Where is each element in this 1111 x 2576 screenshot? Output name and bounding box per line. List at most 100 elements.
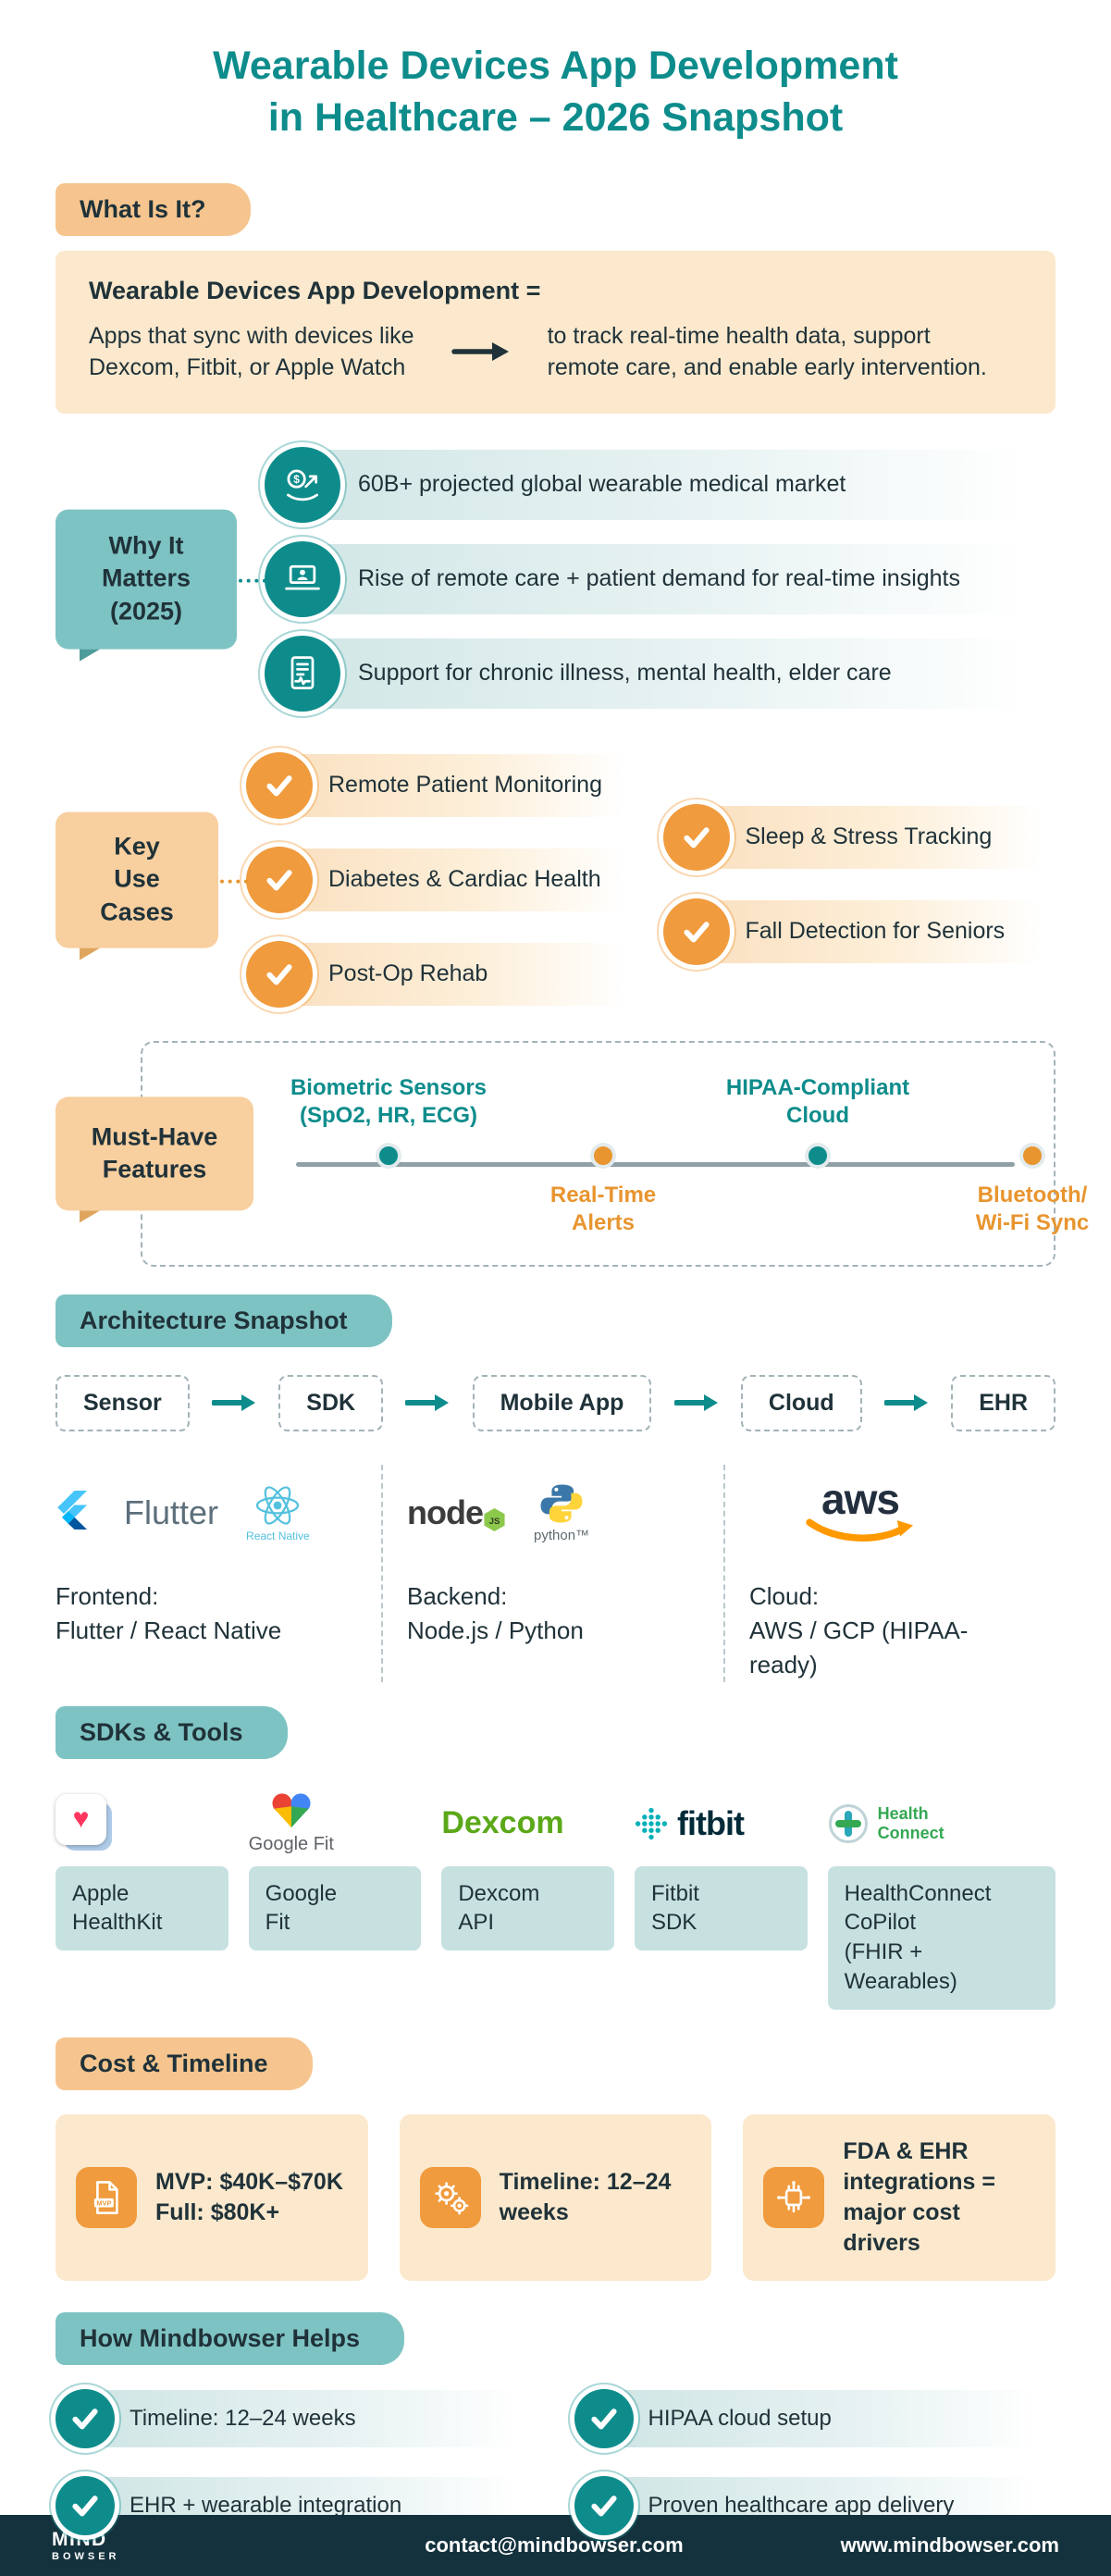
use-case-item: Diabetes & Cardiac Health xyxy=(246,846,639,913)
what-is-it-right-text: to track real-time health data, support … xyxy=(547,322,987,381)
flow-box-sensor: Sensor xyxy=(56,1374,190,1431)
health-connect-logo: Health Connect xyxy=(828,1803,944,1844)
remote-care-icon xyxy=(265,540,340,617)
timeline-line xyxy=(296,1161,1015,1167)
timeline-node xyxy=(1023,1146,1042,1165)
cost-timeline-tab: Cost & Timeline xyxy=(56,2037,313,2091)
cost-text: Timeline: 12–24 weeks xyxy=(499,2169,672,2226)
helps-grid: Timeline: 12–24 weeks HIPAA cloud setup … xyxy=(56,2389,1055,2536)
what-is-it-panel: Wearable Devices App Development = Apps … xyxy=(56,250,1055,414)
frontend-label: Frontend: Flutter / React Native xyxy=(56,1581,282,1644)
flow-box-cloud: Cloud xyxy=(740,1374,862,1431)
list-item: Rise of remote care + patient demand for… xyxy=(265,540,1055,617)
use-case-text: Fall Detection for Seniors xyxy=(695,899,1055,963)
cost-text: MVP: $40K–$70K Full: $80K+ xyxy=(155,2169,343,2226)
why-it-matters-tab: Why It Matters (2025) xyxy=(56,509,266,662)
cloud-label: Cloud: AWS / GCP (HIPAA-ready) xyxy=(749,1581,969,1678)
check-icon xyxy=(246,846,313,913)
flow-box-sdk: SDK xyxy=(278,1374,384,1431)
use-case-item: Remote Patient Monitoring xyxy=(246,751,639,819)
check-icon xyxy=(574,2476,634,2536)
use-case-text: Diabetes & Cardiac Health xyxy=(278,848,639,911)
sdk-item-fitbit: fitbit Fitbit SDK xyxy=(634,1781,808,1951)
react-caption: React Native xyxy=(246,1529,310,1542)
use-case-item: Fall Detection for Seniors xyxy=(662,898,1055,965)
what-is-it-left-text: Apps that sync with devices like Dexcom,… xyxy=(89,322,414,381)
flow-box-ehr: EHR xyxy=(951,1374,1056,1431)
help-item: HIPAA cloud setup xyxy=(574,2389,1055,2449)
cloud-stack: aws Cloud: AWS / GCP (HIPAA-ready) xyxy=(723,1464,1055,1682)
dexcom-wordmark: Dexcom xyxy=(441,1805,564,1840)
flow-arrow-icon xyxy=(862,1392,952,1414)
right-arrow-icon xyxy=(451,338,511,365)
svg-text:$: $ xyxy=(293,473,300,486)
health-connect-cross-icon xyxy=(828,1803,868,1843)
cost-text: FDA & EHR integrations = major cost driv… xyxy=(843,2138,995,2257)
what-is-it-heading: Wearable Devices App Development = xyxy=(89,276,541,304)
sdk-label: Google Fit xyxy=(248,1865,422,1951)
use-case-item: Post-Op Rehab xyxy=(246,940,639,1008)
mindbowser-logo-bottom: BOWSER xyxy=(52,2550,120,2562)
tech-stacks: Flutter React Native Frontend: Flutter /… xyxy=(56,1464,1055,1682)
what-is-it-tab: What Is It? xyxy=(56,182,251,236)
flutter-icon xyxy=(56,1491,87,1534)
svg-text:JS: JS xyxy=(489,1517,500,1527)
fitbit-logo: fitbit xyxy=(635,1803,745,1843)
list-item-text: 60B+ projected global wearable medical m… xyxy=(302,449,1055,520)
flow-box-mobile-app: Mobile App xyxy=(472,1374,652,1431)
python-caption: python™ xyxy=(534,1528,590,1544)
sdk-label: HealthConnect CoPilot (FHIR + Wearables) xyxy=(827,1865,1056,2011)
features-timeline: Biometric Sensors (SpO2, HR, ECG) Real-T… xyxy=(281,1065,1089,1246)
use-case-text: Post-Op Rehab xyxy=(278,942,639,1006)
feature-label-bottom: Bluetooth/ Wi-Fi Sync xyxy=(975,1182,1090,1235)
sdk-item-health-connect: Health Connect HealthConnect CoPilot (FH… xyxy=(827,1781,1056,2011)
cost-grid: MVP MVP: $40K–$70K Full: $80K+ Tim xyxy=(56,2114,1056,2282)
features-panel: Biometric Sensors (SpO2, HR, ECG) Real-T… xyxy=(141,1040,1089,1267)
market-growth-icon: $ xyxy=(265,446,340,523)
use-case-item: Sleep & Stress Tracking xyxy=(662,803,1055,871)
fitbit-wordmark: fitbit xyxy=(676,1803,745,1842)
frontend-stack: Flutter React Native Frontend: Flutter /… xyxy=(56,1465,381,1682)
check-icon xyxy=(246,940,313,1008)
svg-text:MVP: MVP xyxy=(96,2198,111,2207)
contact-email-link[interactable]: contact@mindbowser.com xyxy=(425,2533,684,2557)
sdk-grid: ♥ Apple HealthKit Google Fit Google Fit xyxy=(56,1781,1056,2011)
python-icon xyxy=(540,1484,583,1523)
check-icon xyxy=(662,803,730,871)
list-item: Support for chronic illness, mental heal… xyxy=(265,635,1055,712)
cost-item: MVP MVP: $40K–$70K Full: $80K+ xyxy=(56,2114,368,2282)
check-icon xyxy=(574,2389,634,2449)
website-link[interactable]: www.mindbowser.com xyxy=(840,2533,1059,2557)
feature-label-top: Biometric Sensors (SpO2, HR, ECG) xyxy=(290,1074,488,1128)
apple-healthkit-icon: ♥ xyxy=(56,1793,115,1853)
flow-arrow-icon xyxy=(383,1392,473,1414)
architecture-tab: Architecture Snapshot xyxy=(56,1294,392,1347)
check-icon xyxy=(662,898,730,965)
node-wordmark: node xyxy=(407,1492,484,1531)
backend-label: Backend: Node.js / Python xyxy=(407,1581,584,1644)
feature-label-bottom: Real-Time Alerts xyxy=(549,1182,657,1235)
cost-item: Timeline: 12–24 weeks xyxy=(399,2114,712,2282)
check-icon xyxy=(246,751,313,819)
list-item-text: Rise of remote care + patient demand for… xyxy=(302,543,1055,614)
timeline-node xyxy=(379,1146,398,1165)
medical-report-icon xyxy=(265,635,340,712)
mindbowser-helps-tab: How Mindbowser Helps xyxy=(56,2312,405,2366)
section-why-it-matters: Why It Matters (2025) $ 60B+ projected g… xyxy=(56,446,1055,712)
fitbit-dots-icon xyxy=(635,1807,668,1839)
mvp-document-icon: MVP xyxy=(76,2167,137,2229)
section-must-have-features: Must-Have Features Biometric Sensors (Sp… xyxy=(56,1040,1089,1267)
footer: MIND BOWSER contact@mindbowser.com www.m… xyxy=(0,2515,1111,2576)
google-fit-heart-icon xyxy=(272,1793,311,1828)
sdk-item-google-fit: Google Fit Google Fit xyxy=(248,1781,422,1951)
section-key-use-cases: Key Use Cases Remote Patient Monitoring … xyxy=(56,751,1055,1008)
flow-arrow-icon xyxy=(651,1392,741,1414)
sdk-item-dexcom: Dexcom Dexcom API xyxy=(441,1781,614,1951)
node-hexagon-icon: JS xyxy=(484,1507,505,1531)
gears-icon xyxy=(419,2167,481,2229)
health-connect-wordmark: Health Connect xyxy=(877,1803,944,1842)
check-icon xyxy=(56,2389,115,2449)
architecture-flow: Sensor SDK Mobile App Cloud EHR xyxy=(56,1374,1056,1431)
help-item: Timeline: 12–24 weeks xyxy=(56,2389,537,2449)
